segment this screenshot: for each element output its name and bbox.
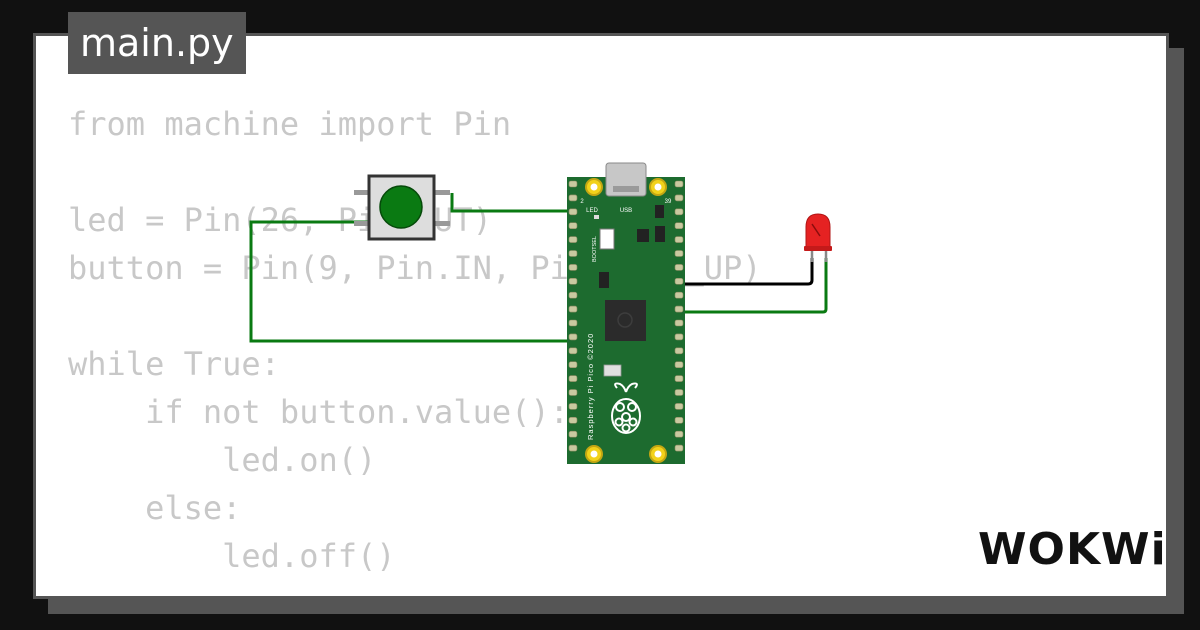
smd-component xyxy=(637,229,649,242)
pico-header-pin[interactable] xyxy=(674,208,684,216)
pushbutton[interactable] xyxy=(354,174,450,241)
smd-component xyxy=(655,205,664,218)
pin-label-left: 2 xyxy=(580,199,584,205)
pico-header-pin[interactable] xyxy=(568,403,578,410)
pico-header-pin[interactable] xyxy=(568,291,578,299)
code-line: if not button.value(): xyxy=(68,393,569,431)
rp2040-logo-icon xyxy=(617,312,633,328)
wokwi-logo[interactable]: WOKWi xyxy=(978,524,1167,575)
pico-header-pin[interactable] xyxy=(674,305,684,313)
pico-header-pin[interactable] xyxy=(674,375,684,382)
raspberry-pi-pico[interactable]: USB LED 2 39 BOOTSEL Raspberry Pi Pico ©… xyxy=(567,162,685,464)
pushbutton-leg xyxy=(354,190,370,195)
code-line: while True: xyxy=(68,345,280,383)
pico-header-pin[interactable] xyxy=(568,236,578,243)
pico-header-pin[interactable] xyxy=(674,194,684,202)
code-line: led.off() xyxy=(68,537,396,575)
pico-header-pin[interactable] xyxy=(568,389,578,396)
bootsel-label: BOOTSEL xyxy=(592,236,598,262)
rp2040-chip xyxy=(605,300,646,341)
led-dome xyxy=(805,213,831,249)
pico-header-pin[interactable] xyxy=(568,180,578,188)
pico-header-pin[interactable] xyxy=(568,264,578,271)
code-line: led.on() xyxy=(68,441,377,479)
usb-label: USB xyxy=(620,208,632,214)
pico-header-pin[interactable] xyxy=(674,347,684,355)
code-line: from machine import Pin xyxy=(68,105,512,143)
pico-header-pin[interactable] xyxy=(568,222,578,229)
wire-button-to-gnd[interactable] xyxy=(249,220,578,343)
pico-header-pin[interactable] xyxy=(674,222,684,229)
smd-component xyxy=(599,272,609,288)
pin-label-right: 39 xyxy=(665,199,672,205)
smd-component xyxy=(655,226,665,242)
pico-header-pin[interactable] xyxy=(674,250,684,257)
pico-header-pin[interactable] xyxy=(674,430,684,438)
raspberry-logo-icon xyxy=(611,382,641,434)
led-rim xyxy=(804,246,832,251)
pico-header-pin[interactable] xyxy=(674,416,684,424)
pico-header-pin[interactable] xyxy=(674,403,684,410)
pico-header-pin[interactable] xyxy=(568,347,578,355)
flash-chip xyxy=(603,364,622,377)
code-line: else: xyxy=(68,489,242,527)
led-label: LED xyxy=(586,208,598,214)
usb-port-slot xyxy=(613,186,639,192)
led-inner-detail xyxy=(811,223,821,237)
pico-header-pin[interactable] xyxy=(568,416,578,424)
mounting-hole-center xyxy=(590,183,598,191)
onboard-led xyxy=(594,215,599,219)
pico-header-pin[interactable] xyxy=(674,389,684,396)
pico-header-pin[interactable] xyxy=(674,444,684,452)
wire-button-to-gp9[interactable] xyxy=(450,193,578,213)
pico-header-pin[interactable] xyxy=(568,319,578,327)
pico-header-pin[interactable] xyxy=(674,291,684,299)
board-name-label: Raspberry Pi Pico ©2020 xyxy=(586,333,595,440)
mounting-hole-center xyxy=(654,450,662,458)
file-tab-main-py[interactable]: main.py xyxy=(68,12,246,74)
pico-header-pin[interactable] xyxy=(568,305,578,313)
pico-header-pin[interactable] xyxy=(674,319,684,327)
pico-header-pin[interactable] xyxy=(674,333,684,341)
pico-header-pin[interactable] xyxy=(568,361,578,369)
pico-header-pin[interactable] xyxy=(568,208,578,216)
pico-header-pin[interactable] xyxy=(674,361,684,369)
wire-led-anode-to-gp26[interactable] xyxy=(678,258,828,314)
pico-header-pin[interactable] xyxy=(568,375,578,382)
pico-header-pin[interactable] xyxy=(568,277,578,285)
pico-header-pin[interactable] xyxy=(568,250,578,257)
pico-header-pin[interactable] xyxy=(674,277,684,285)
wire-led-cathode-to-gnd[interactable] xyxy=(678,258,814,286)
pico-header-pin[interactable] xyxy=(674,236,684,243)
pushbutton-leg xyxy=(434,221,450,226)
pushbutton-cap[interactable] xyxy=(379,185,423,229)
mounting-hole-center xyxy=(654,183,662,191)
pico-pin-headers xyxy=(568,180,684,452)
pico-header-pin[interactable] xyxy=(674,264,684,271)
pushbutton-leg xyxy=(434,190,450,195)
pico-header-pin[interactable] xyxy=(568,444,578,452)
red-led[interactable] xyxy=(804,213,832,262)
pico-header-pin[interactable] xyxy=(674,180,684,188)
pico-header-pin[interactable] xyxy=(568,430,578,438)
pushbutton-leg xyxy=(354,221,370,226)
mounting-hole-center xyxy=(590,450,598,458)
pico-header-pin[interactable] xyxy=(568,194,578,202)
bootsel-button[interactable] xyxy=(599,228,615,250)
pico-header-pin[interactable] xyxy=(568,333,578,341)
